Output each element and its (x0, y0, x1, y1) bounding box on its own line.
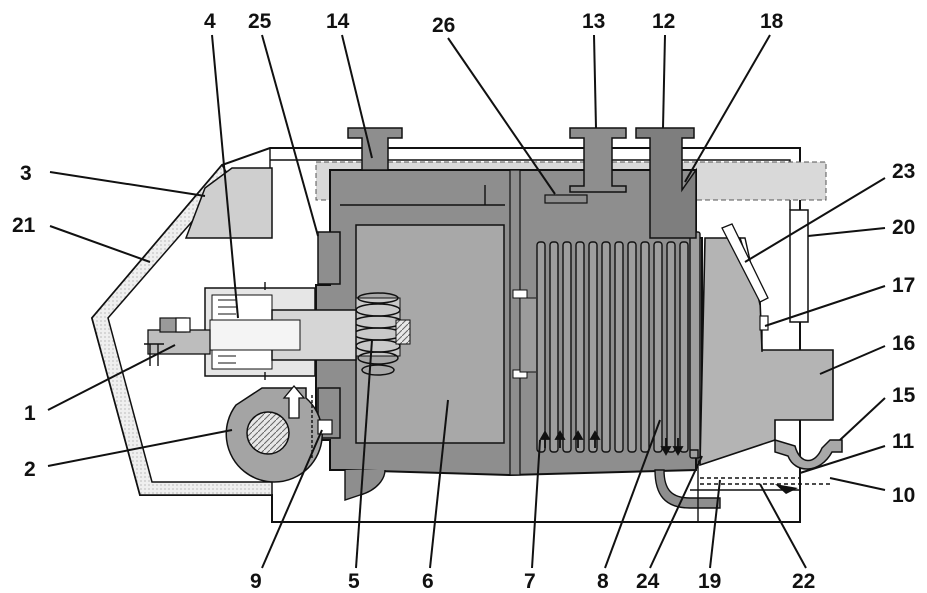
label-25: 25 (248, 10, 272, 33)
label-21: 21 (12, 214, 36, 237)
label-11: 11 (892, 430, 915, 453)
label-12: 12 (652, 10, 675, 33)
leader-lines (47, 34, 886, 569)
label-3: 3 (20, 162, 32, 185)
label-10: 10 (892, 484, 915, 507)
right-panel (789, 209, 809, 323)
label-1: 1 (24, 402, 36, 425)
intake-cover (184, 167, 273, 239)
label-16: 16 (892, 332, 915, 355)
label-18: 18 (760, 10, 784, 33)
label-19: 19 (698, 570, 721, 593)
label-6: 6 (422, 570, 434, 593)
combustion-chamber (355, 224, 505, 444)
label-8: 8 (597, 570, 609, 593)
label-9: 9 (250, 570, 262, 593)
outlet-collector (699, 223, 834, 467)
port-12 (635, 127, 697, 239)
label-5: 5 (348, 570, 360, 593)
label-2: 2 (24, 458, 36, 481)
part-labels: 4 25 14 26 13 12 18 3 21 1 2 23 20 17 16… (12, 10, 916, 593)
label-4: 4 (204, 10, 216, 33)
port-14 (347, 127, 403, 171)
label-22: 22 (792, 570, 815, 593)
label-24: 24 (636, 570, 660, 593)
burner-assembly (144, 282, 357, 380)
label-7: 7 (524, 570, 536, 593)
label-20: 20 (892, 216, 915, 239)
port-13 (544, 127, 627, 204)
bottom-pipes (344, 449, 830, 522)
label-23: 23 (892, 160, 915, 183)
label-14: 14 (326, 10, 350, 33)
label-13: 13 (582, 10, 605, 33)
label-17: 17 (892, 274, 915, 297)
blower-fan (225, 384, 323, 483)
exhaust-pipe (774, 438, 843, 470)
label-26: 26 (432, 14, 455, 37)
heat-exchanger (509, 169, 701, 476)
label-15: 15 (892, 384, 916, 407)
